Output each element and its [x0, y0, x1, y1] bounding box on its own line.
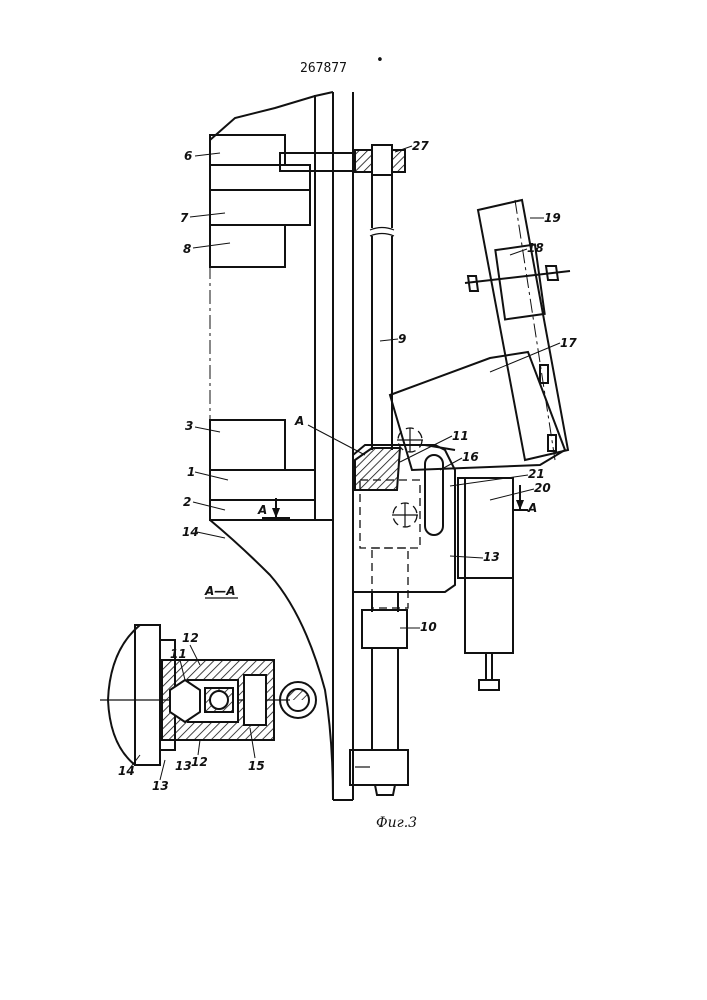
label-2: 2 [183, 495, 191, 509]
patent-number: 267877 [300, 61, 347, 76]
label-3: 3 [185, 419, 193, 433]
section-label-12b: 12 [191, 755, 208, 769]
section-a-a [100, 625, 316, 765]
plate-stack-upper [210, 135, 310, 267]
section-label-15: 15 [248, 759, 265, 773]
cylinder-20 [458, 478, 528, 690]
carriage-13 [353, 428, 455, 608]
plate-8 [210, 225, 285, 267]
lower-rod-10 [350, 592, 408, 795]
label-19: 19 [544, 211, 561, 225]
label-1: 1 [187, 465, 195, 479]
plate-7 [210, 190, 310, 225]
label-9: 9 [398, 332, 406, 346]
label-16: 16 [462, 450, 479, 464]
section-mark-a2: A [294, 414, 304, 428]
label-20: 20 [534, 481, 551, 495]
plate-6b [210, 165, 310, 190]
section-mark-a1: A [257, 503, 267, 517]
section-label-12a: 12 [182, 631, 199, 645]
section-label-11: 11 [170, 647, 187, 661]
section-title: A—A [204, 584, 236, 598]
label-6: 6 [184, 149, 192, 163]
label-17: 17 [560, 336, 577, 350]
plate-3 [210, 420, 285, 470]
section-label-14: 14 [118, 764, 135, 778]
label-21: 21 [528, 467, 545, 481]
label-13: 13 [483, 550, 500, 564]
label-10: 10 [420, 620, 437, 634]
stray-mark: • [376, 53, 384, 68]
top-arm [280, 145, 405, 175]
section-mark-a3: A [527, 501, 537, 515]
label-27: 27 [412, 139, 429, 153]
rod-9 [370, 170, 394, 450]
section-label-13a: 13 [175, 759, 192, 773]
section-label-13b: 13 [152, 779, 169, 793]
plate-6 [210, 135, 285, 165]
label-8: 8 [183, 242, 191, 256]
label-7: 7 [180, 211, 189, 225]
label-11: 11 [452, 429, 469, 443]
figure-caption: Фиг.3 [376, 815, 417, 831]
label-18: 18 [527, 241, 544, 255]
plate-1 [210, 470, 315, 500]
label-14: 14 [182, 525, 199, 539]
